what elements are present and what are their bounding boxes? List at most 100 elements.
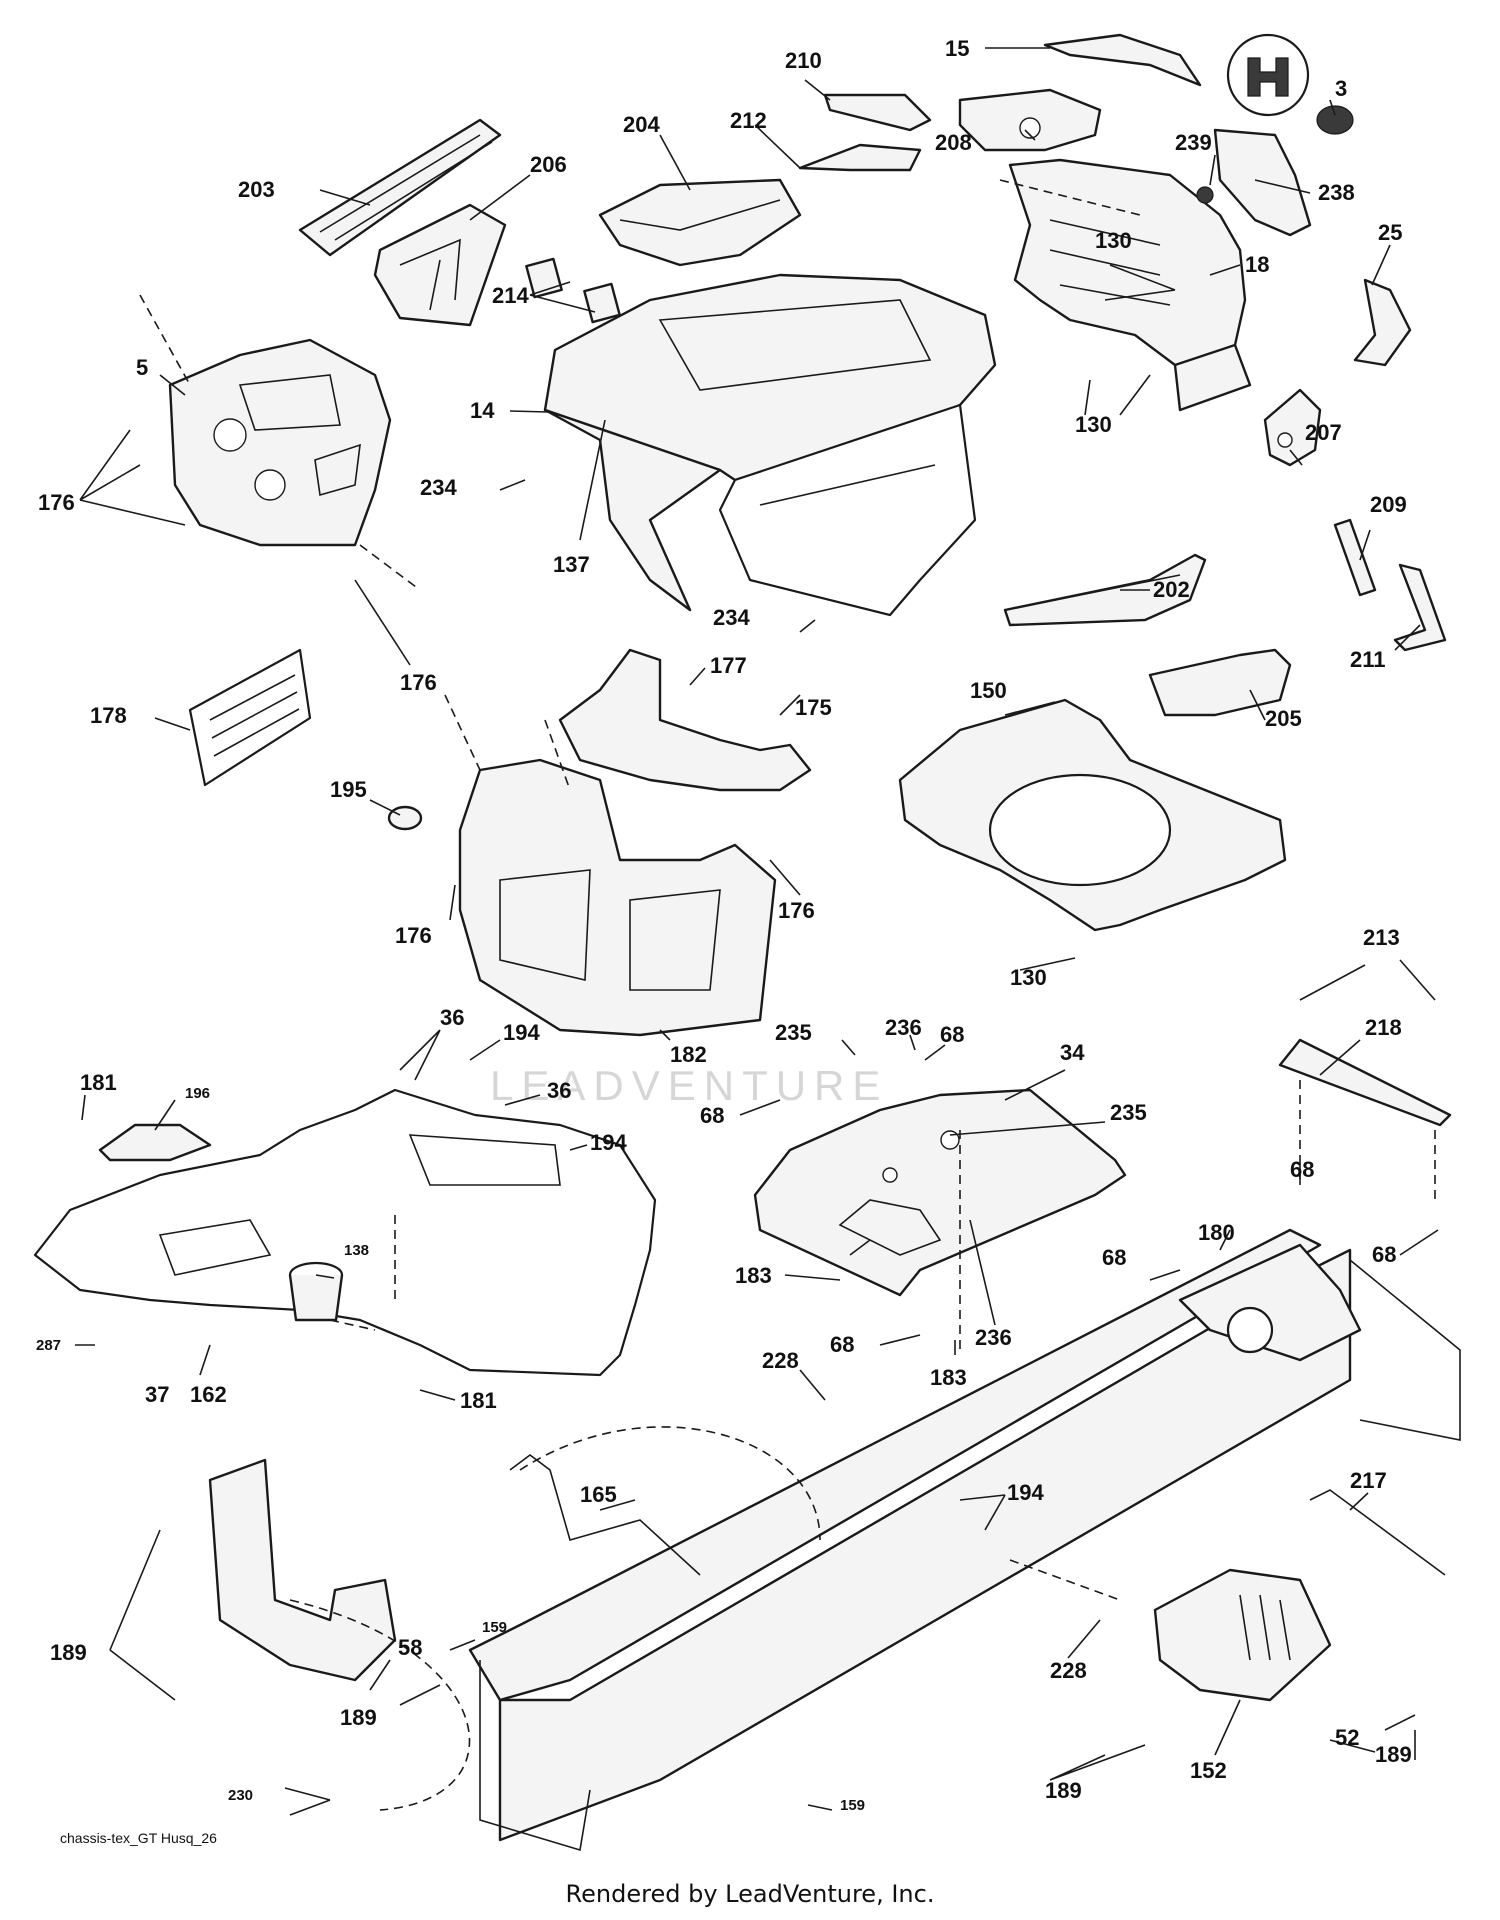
callout-181: 181	[460, 1388, 497, 1413]
plug-239	[1196, 186, 1214, 204]
callout-236: 236	[885, 1015, 922, 1040]
callout-68: 68	[830, 1332, 854, 1357]
callout-287: 287	[36, 1337, 61, 1354]
callout-228: 228	[762, 1348, 799, 1373]
callout-165: 165	[580, 1482, 617, 1507]
callout-235: 235	[775, 1020, 812, 1045]
callout-205: 205	[1265, 706, 1302, 731]
bracket-208	[958, 88, 1102, 152]
callout-211: 211	[1350, 647, 1386, 672]
callout-203: 203	[238, 177, 275, 202]
callout-130: 130	[1095, 228, 1132, 253]
callout-130: 130	[1075, 412, 1112, 437]
callout-162: 162	[190, 1382, 227, 1407]
callout-130: 130	[1010, 965, 1047, 990]
bushing-138	[288, 1261, 344, 1322]
callout-212: 212	[730, 108, 767, 133]
callout-239: 239	[1175, 130, 1212, 155]
pedal-pad-196	[98, 1123, 212, 1162]
callout-177: 177	[710, 653, 747, 678]
vent-178	[188, 648, 312, 787]
callout-68: 68	[1290, 1157, 1314, 1182]
callout-182: 182	[670, 1042, 707, 1067]
callout-230: 230	[228, 1787, 253, 1804]
watermark: LEADVENTURE	[490, 1062, 888, 1109]
callout-18: 18	[1245, 252, 1269, 277]
callout-189: 189	[1375, 1742, 1412, 1767]
callout-217: 217	[1350, 1468, 1387, 1493]
callout-175: 175	[795, 695, 832, 720]
grille-211	[1393, 563, 1447, 652]
callout-36: 36	[440, 1005, 464, 1030]
callout-labels: 3 5 14 15 18 25 34 36 36 37 52 58 68 68 …	[36, 36, 1412, 1814]
shroud-5	[168, 338, 392, 547]
callout-14: 14	[470, 398, 495, 423]
callout-235: 235	[1110, 1100, 1147, 1125]
callout-228: 228	[1050, 1658, 1087, 1683]
grille-202	[1003, 553, 1207, 627]
shield-152	[1153, 1568, 1332, 1702]
callout-137: 137	[553, 552, 590, 577]
callout-68: 68	[700, 1103, 724, 1128]
callout-195: 195	[330, 777, 367, 802]
callout-159: 159	[840, 1797, 865, 1814]
callout-34: 34	[1060, 1040, 1085, 1065]
callout-206: 206	[530, 152, 567, 177]
callout-68: 68	[940, 1022, 964, 1047]
callout-138: 138	[344, 1242, 369, 1259]
callout-176: 176	[38, 490, 75, 515]
grille-210	[823, 93, 932, 132]
callout-5: 5	[136, 355, 148, 380]
dash-182	[458, 758, 777, 1037]
emblem-3	[1316, 105, 1354, 135]
rod-217	[1309, 1489, 1446, 1576]
clip-214	[525, 257, 621, 324]
callout-189: 189	[50, 1640, 87, 1665]
callout-194: 194	[503, 1020, 540, 1045]
callout-176: 176	[400, 670, 437, 695]
callout-204: 204	[623, 112, 660, 137]
callout-208: 208	[935, 130, 972, 155]
bracket-58	[208, 1458, 397, 1682]
callout-210: 210	[785, 48, 822, 73]
callout-234: 234	[713, 605, 750, 630]
tray-150	[898, 698, 1287, 932]
light-housing-207	[1263, 388, 1322, 467]
callout-236: 236	[975, 1325, 1012, 1350]
callout-196: 196	[185, 1085, 210, 1102]
callout-194: 194	[590, 1130, 627, 1155]
callout-178: 178	[90, 703, 127, 728]
callout-58: 58	[398, 1635, 422, 1660]
hood-insert-204	[598, 178, 802, 267]
callout-159: 159	[482, 1619, 507, 1636]
callout-52: 52	[1335, 1725, 1359, 1750]
footrest-37	[33, 1088, 657, 1377]
rod-165	[509, 1454, 701, 1576]
callout-176: 176	[395, 923, 432, 948]
callout-68: 68	[1102, 1245, 1126, 1270]
grille-209	[1333, 518, 1377, 597]
callout-25: 25	[1378, 220, 1402, 245]
callout-234: 234	[420, 475, 457, 500]
callout-218: 218	[1365, 1015, 1402, 1040]
callout-37: 37	[145, 1382, 169, 1407]
render-credit: Rendered by LeadVenture, Inc.	[565, 1880, 935, 1908]
frame-180	[468, 1228, 1461, 1852]
trim-15	[1043, 33, 1202, 87]
callout-194: 194	[1007, 1480, 1044, 1505]
bracket-175	[558, 648, 812, 792]
plate-34	[753, 1088, 1127, 1297]
front-bumper-18	[1008, 158, 1252, 412]
callout-189: 189	[340, 1705, 377, 1730]
callout-214: 214	[492, 283, 529, 308]
knob-195	[387, 805, 423, 831]
callout-176: 176	[778, 898, 815, 923]
callout-181: 181	[80, 1070, 117, 1095]
callout-213: 213	[1363, 925, 1400, 950]
drawing-id: chassis-tex_GT Husq_26	[60, 1830, 217, 1846]
bracket-25	[1353, 278, 1412, 367]
callout-183: 183	[735, 1263, 772, 1288]
callout-180: 180	[1198, 1220, 1235, 1245]
hood-14	[543, 273, 997, 617]
